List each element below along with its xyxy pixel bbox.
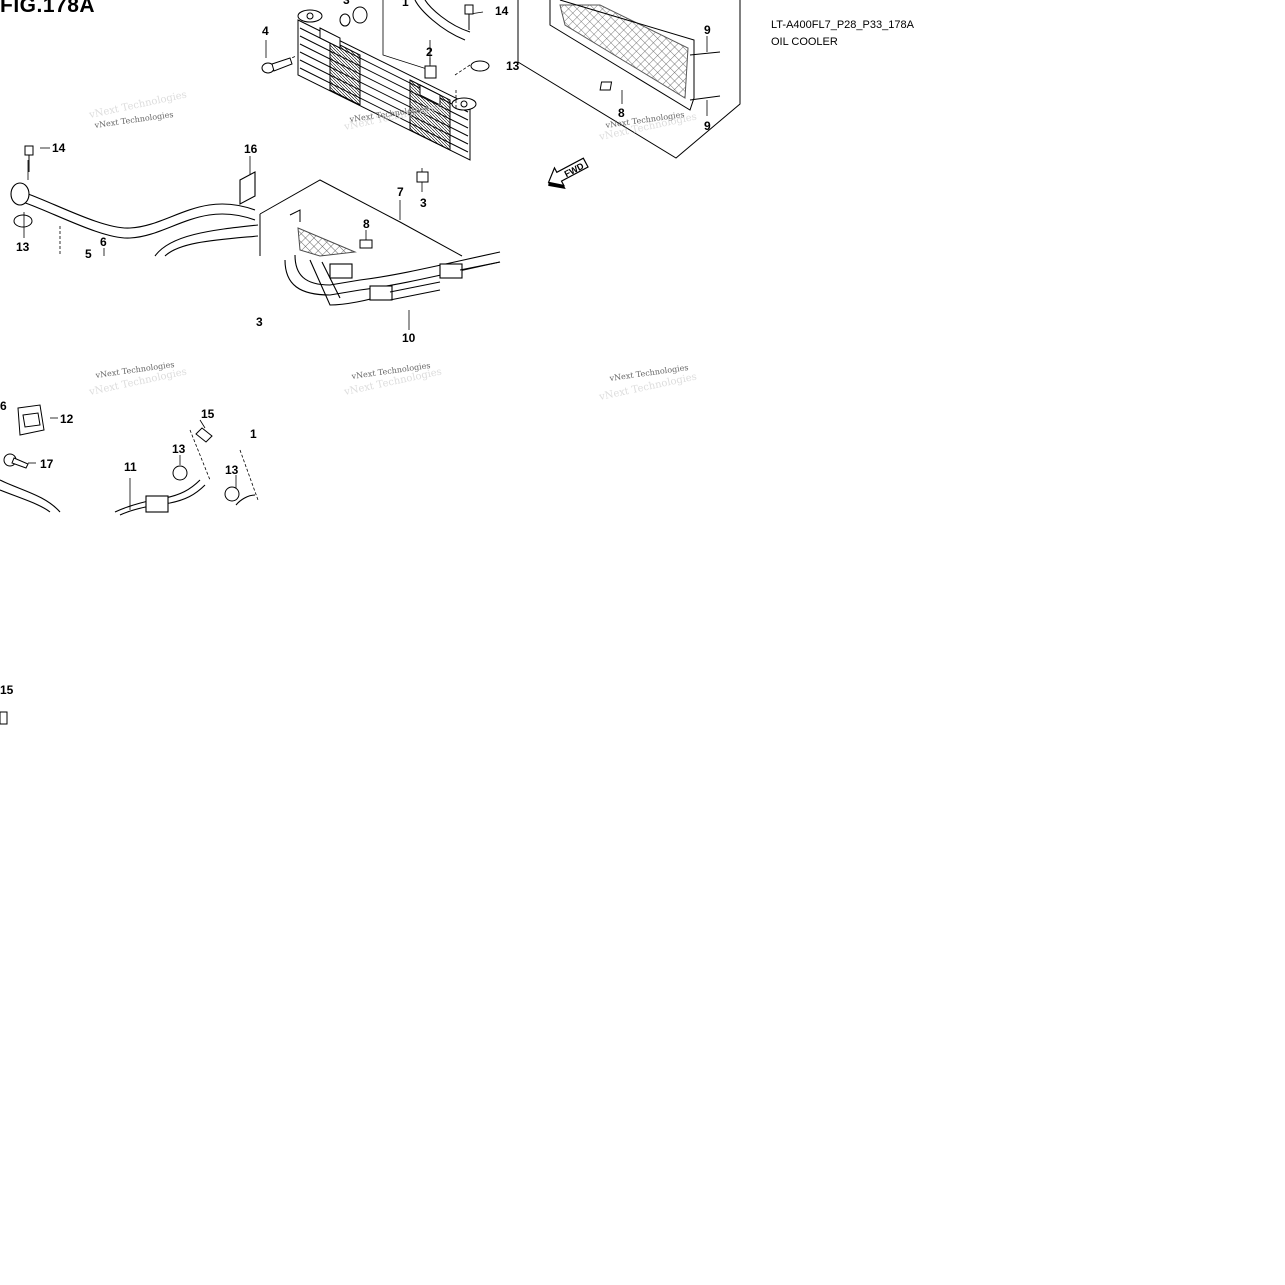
callout-labels: 1 2 3 3 3 4 5 6 6 7 8 8 9 9 10 11 12 13 …	[0, 0, 711, 697]
leader-lines	[23, 0, 708, 510]
fwd-arrow-icon: FWD	[547, 157, 589, 190]
callout-13[interactable]: 13	[16, 240, 30, 254]
callout-15[interactable]: 15	[0, 683, 14, 697]
guard-box	[517, 0, 741, 159]
callout-10[interactable]: 10	[402, 331, 416, 345]
callout-14[interactable]: 14	[495, 4, 509, 18]
callout-8[interactable]: 8	[618, 106, 625, 120]
callout-9[interactable]: 9	[704, 23, 711, 37]
callout-9[interactable]: 9	[704, 119, 711, 133]
callout-8[interactable]: 8	[363, 217, 370, 231]
callout-2[interactable]: 2	[426, 45, 433, 59]
guard-box-lower	[259, 179, 463, 257]
callout-6[interactable]: 6	[100, 235, 107, 249]
callout-13[interactable]: 13	[225, 463, 239, 477]
callout-4[interactable]: 4	[262, 24, 269, 38]
callout-5[interactable]: 5	[85, 247, 92, 261]
fasteners	[0, 4, 490, 725]
callout-3[interactable]: 3	[343, 0, 350, 7]
callout-16[interactable]: 16	[244, 142, 258, 156]
callout-1[interactable]: 1	[250, 427, 257, 441]
figure-title: FIG.178A	[0, 0, 96, 17]
callout-7[interactable]: 7	[397, 185, 404, 199]
callout-14[interactable]: 14	[52, 141, 66, 155]
watermarks: vNext Technologies vNext Technologies vN…	[87, 90, 697, 404]
callout-17[interactable]: 17	[40, 457, 54, 471]
oil-cooler	[297, 9, 477, 161]
callout-13[interactable]: 13	[506, 59, 520, 73]
figure-code: LT-A400FL7_P28_P33_178A	[771, 19, 914, 31]
oil-pipes	[0, 0, 501, 516]
section-title: OIL COOLER	[771, 36, 838, 48]
callout-3[interactable]: 3	[420, 196, 427, 210]
callout-13[interactable]: 13	[172, 442, 186, 456]
callout-12[interactable]: 12	[60, 412, 74, 426]
callout-15[interactable]: 15	[201, 407, 215, 421]
callout-11[interactable]: 11	[124, 460, 137, 474]
callout-6[interactable]: 6	[0, 399, 7, 413]
callout-1[interactable]: 1	[402, 0, 409, 9]
callout-3[interactable]: 3	[256, 315, 263, 329]
